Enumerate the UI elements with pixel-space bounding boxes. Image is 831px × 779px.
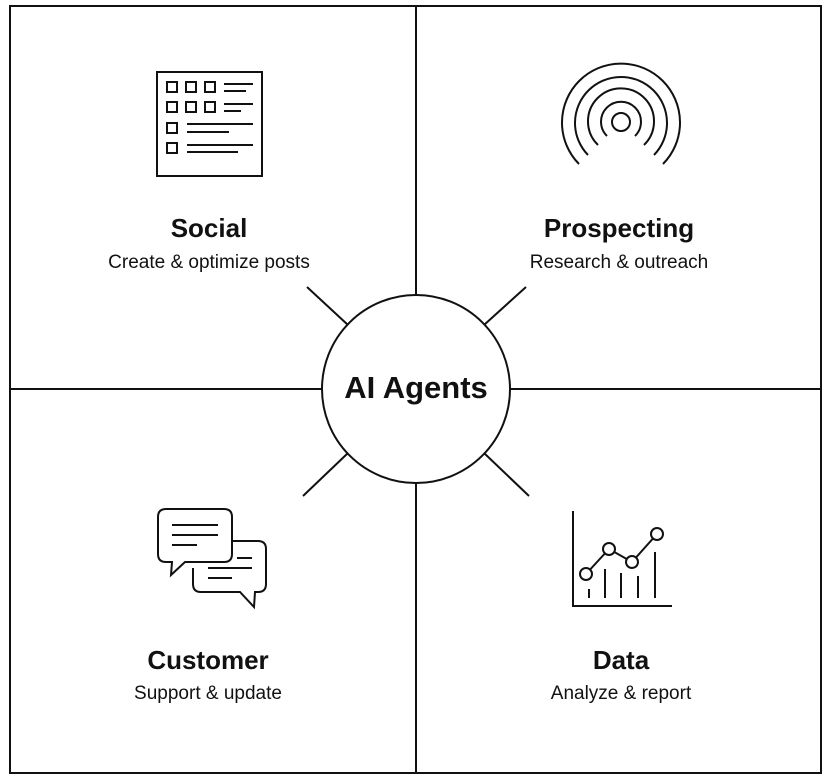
- line-bar-chart-icon: [572, 511, 672, 607]
- spokes: [302, 286, 530, 497]
- center-circle: [321, 294, 511, 484]
- quadrant-subtitle-customer: Support & update: [134, 683, 282, 704]
- quadrant-title-social: Social: [170, 213, 248, 243]
- checklist-icon: [156, 71, 263, 177]
- quadrant-subtitle-data: Analyze & report: [550, 683, 692, 704]
- center-label: AI Agents: [344, 370, 488, 405]
- signal-icon: [561, 62, 681, 165]
- quadrant-subtitle-social: Create & optimize posts: [108, 252, 310, 273]
- quadrant-subtitle-prospecting: Research & outreach: [529, 252, 709, 273]
- quadrant-title-prospecting: Prospecting: [543, 213, 695, 243]
- quadrant-title-customer: Customer: [147, 645, 269, 675]
- chat-bubbles-icon: [157, 508, 267, 610]
- quadrant-title-data: Data: [592, 645, 650, 675]
